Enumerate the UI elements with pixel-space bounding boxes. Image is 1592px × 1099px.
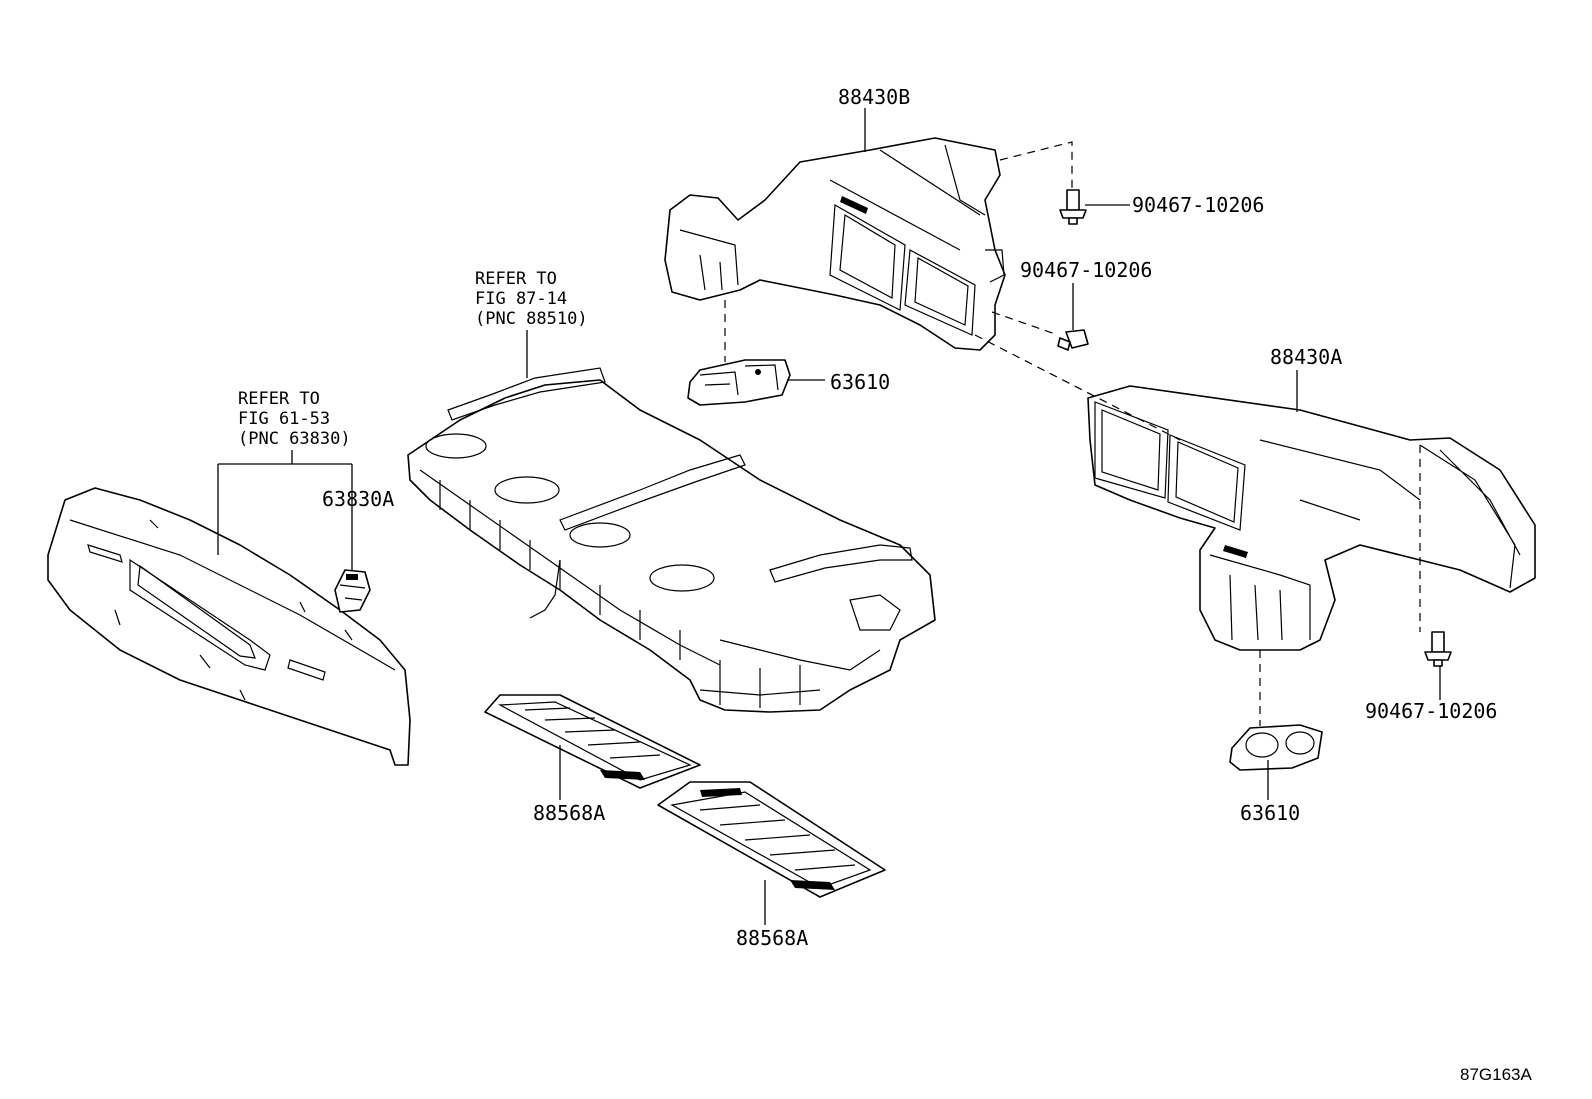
floor-mat-lower[interactable] xyxy=(657,781,886,898)
dashed-lines xyxy=(724,141,1421,726)
air-duct-lower[interactable] xyxy=(1087,385,1536,651)
clip-bolt-mid[interactable] xyxy=(1057,329,1089,351)
label-63610-lower: 63610 xyxy=(1240,801,1300,825)
label-88430b: 88430B xyxy=(838,85,910,109)
switch-63830a[interactable] xyxy=(334,569,371,613)
label-63610-upper: 63610 xyxy=(830,370,890,394)
svg-text:REFER TO: REFER TO xyxy=(238,389,320,409)
note-panel-reference: REFER TO FIG 61-53 (PNC 63830) xyxy=(238,389,351,449)
center-tray-assembly[interactable] xyxy=(407,367,936,713)
figure-id: 87G163A xyxy=(1460,1065,1532,1084)
leader-lines xyxy=(217,108,1441,925)
svg-text:(PNC 63830): (PNC 63830) xyxy=(238,429,351,449)
label-90467-mid: 90467-10206 xyxy=(1020,258,1152,282)
label-88568a-upper: 88568A xyxy=(533,801,605,825)
label-63830a: 63830A xyxy=(322,487,394,511)
svg-text:FIG 87-14: FIG 87-14 xyxy=(475,289,567,309)
clip-bolt-top[interactable] xyxy=(1059,189,1087,225)
label-88430a: 88430A xyxy=(1270,345,1342,369)
vent-register-lower[interactable] xyxy=(1229,724,1323,771)
rear-console-panel[interactable] xyxy=(47,487,411,766)
clip-bolt-right[interactable] xyxy=(1424,631,1452,667)
svg-text:FIG 61-53: FIG 61-53 xyxy=(238,409,330,429)
svg-text:REFER TO: REFER TO xyxy=(475,269,557,289)
vent-register-upper[interactable] xyxy=(687,359,791,406)
label-90467-top: 90467-10206 xyxy=(1132,193,1264,217)
floor-mat-upper[interactable] xyxy=(484,694,701,789)
label-88568a-lower: 88568A xyxy=(736,926,808,950)
air-duct-upper[interactable] xyxy=(664,137,1006,351)
svg-text:(PNC 88510): (PNC 88510) xyxy=(475,309,588,329)
note-tray-reference: REFER TO FIG 87-14 (PNC 88510) xyxy=(475,269,588,329)
label-90467-right: 90467-10206 xyxy=(1365,699,1497,723)
